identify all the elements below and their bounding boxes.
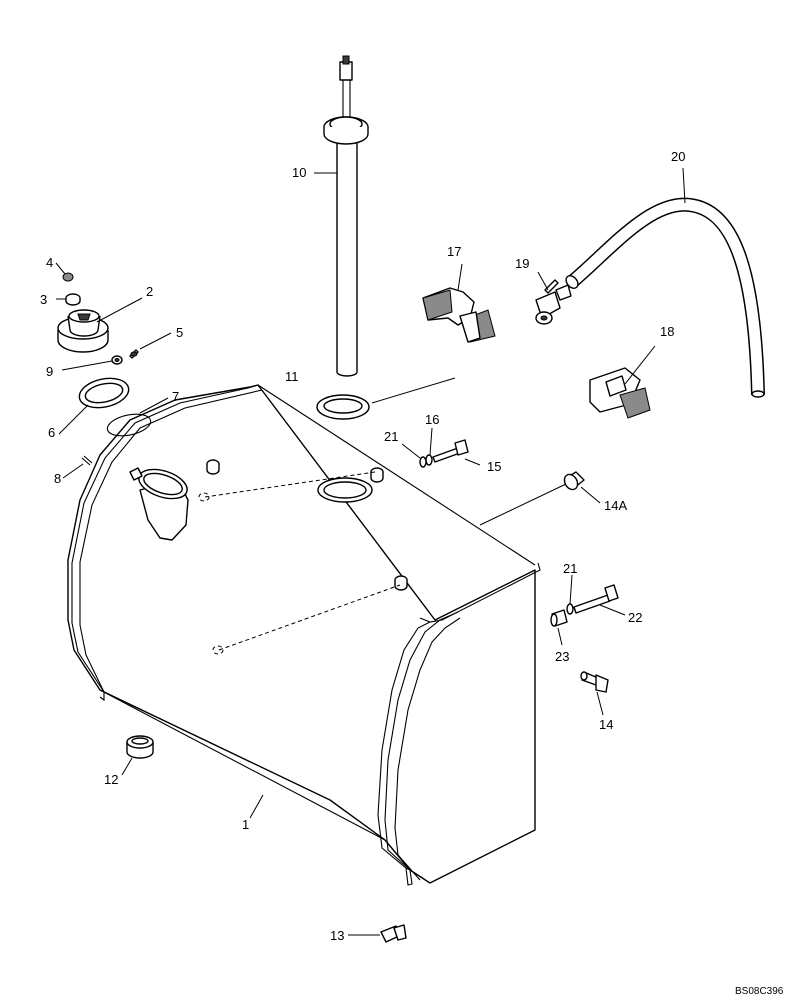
elbow-fitting-13 — [380, 924, 407, 943]
callout-1: 1 — [242, 817, 249, 832]
callout-8: 8 — [54, 471, 61, 486]
callout-14: 14 — [599, 717, 613, 732]
callout-4: 4 — [46, 255, 53, 270]
callout-15: 15 — [487, 459, 501, 474]
callout-12: 12 — [104, 772, 118, 787]
elbow-fitting-45 — [422, 287, 496, 343]
snap-ring — [106, 413, 152, 437]
cap-screw — [62, 272, 74, 282]
callout-20: 20 — [671, 149, 685, 164]
callout-2: 2 — [146, 284, 153, 299]
bumper-14a — [563, 471, 585, 491]
drain-valve — [535, 279, 572, 325]
callout-11: 11 — [285, 369, 299, 384]
fuel-tank — [67, 384, 541, 886]
washer-21b — [566, 603, 574, 615]
drawing-code: BS08C396 — [735, 986, 784, 997]
callout-16: 16 — [425, 412, 439, 427]
callout-17: 17 — [447, 244, 461, 259]
filler-cap — [57, 309, 109, 353]
cap-retainer-screw — [129, 349, 139, 359]
drain-plug — [126, 735, 154, 759]
bolt-22 — [573, 584, 619, 614]
callout-21-b: 21 — [563, 561, 577, 576]
cap-seal-ring — [78, 377, 130, 409]
drain-hose — [565, 197, 765, 398]
callout-14a: 14A — [604, 498, 627, 513]
cap-vent — [65, 293, 81, 306]
fuel-sender-tube — [323, 55, 369, 377]
washer — [111, 355, 123, 365]
callout-9: 9 — [46, 364, 53, 379]
callout-10: 10 — [292, 165, 306, 180]
callout-22: 22 — [628, 610, 642, 625]
callout-5: 5 — [176, 325, 183, 340]
cotter-pin — [81, 455, 93, 466]
elbow-fitting-14 — [580, 671, 609, 693]
spacer-23 — [550, 609, 568, 627]
callout-21-a: 21 — [384, 429, 398, 444]
street-elbow-fitting — [589, 367, 651, 419]
washer-21a — [419, 456, 427, 468]
callout-18: 18 — [660, 324, 674, 339]
callout-3: 3 — [40, 292, 47, 307]
lock-washer-16 — [425, 454, 433, 466]
callout-19: 19 — [515, 256, 529, 271]
bolt-15 — [432, 439, 469, 463]
callout-23: 23 — [555, 649, 569, 664]
callout-13: 13 — [330, 928, 344, 943]
callout-7: 7 — [172, 389, 179, 404]
sender-gasket — [316, 377, 456, 420]
callout-6: 6 — [48, 425, 55, 440]
